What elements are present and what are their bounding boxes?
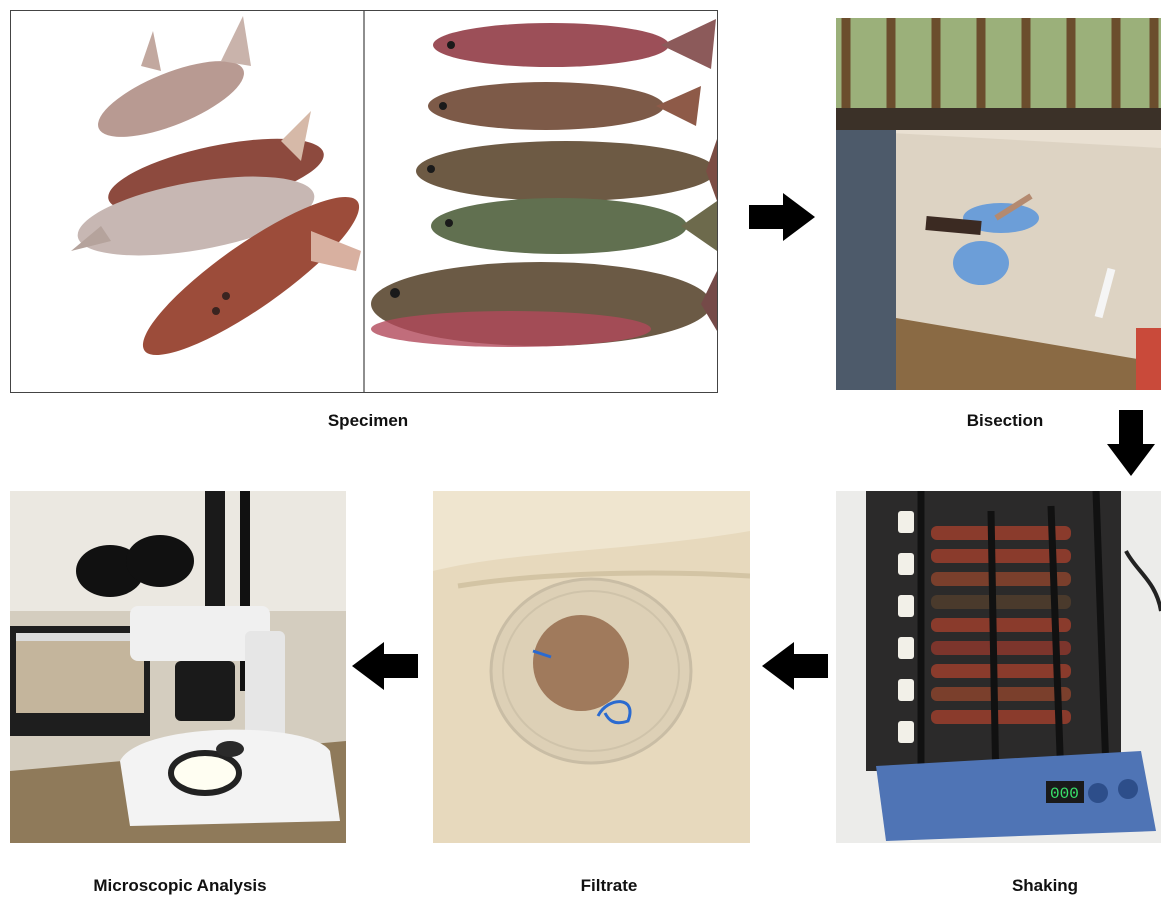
microscopic-analysis-caption: Microscopic Analysis <box>80 876 280 896</box>
microscopic-analysis-photo-panel <box>10 491 346 843</box>
bisection-photo-panel <box>836 18 1161 390</box>
fish-left-group <box>71 16 376 377</box>
shaker-display: 000 <box>1050 785 1079 803</box>
fish-right-group <box>371 19 717 347</box>
arrow-left-icon <box>762 642 828 690</box>
filtrate-photo-panel <box>433 491 750 843</box>
arrow-left-icon <box>352 642 418 690</box>
specimen-photo-panel <box>10 10 718 393</box>
bisection-caption: Bisection <box>950 411 1060 431</box>
shaking-caption: Shaking <box>990 876 1100 896</box>
filtrate-caption: Filtrate <box>554 876 664 896</box>
arrow-right-icon <box>749 193 815 241</box>
specimen-caption: Specimen <box>313 411 423 431</box>
shaking-photo-panel: 000 <box>836 491 1161 843</box>
arrow-down-icon <box>1107 410 1155 476</box>
